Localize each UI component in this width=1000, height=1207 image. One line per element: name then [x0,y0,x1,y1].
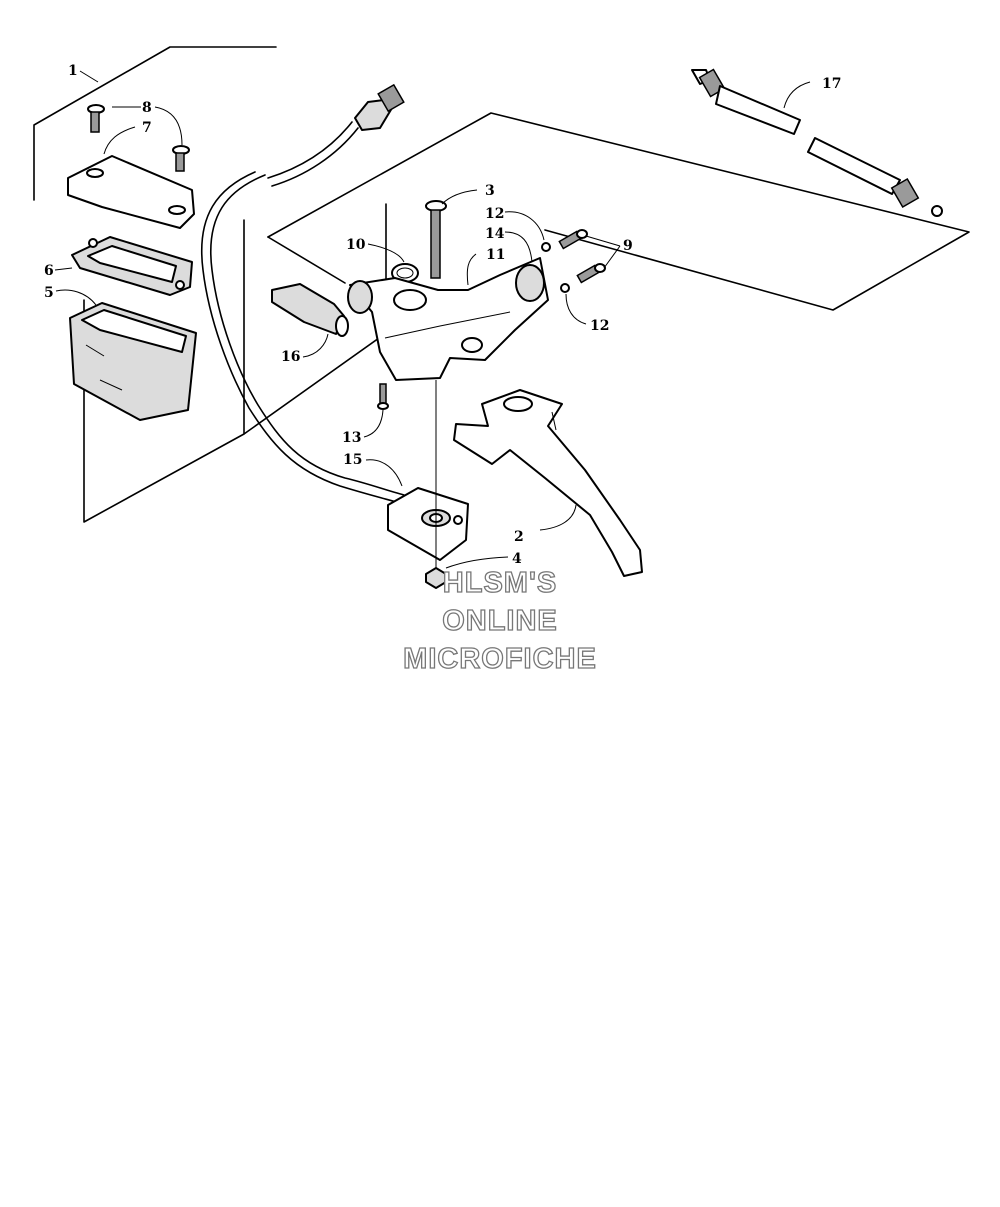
screw-part-9 [558,229,606,284]
lever-part-2 [453,389,643,577]
callout-5: 5 [44,285,54,301]
callout-9: 9 [623,238,633,254]
assembly-outline [243,112,970,435]
brake-hose [201,171,405,504]
callout-12-bottom: 12 [590,318,609,334]
callout-2: 2 [514,529,524,545]
bolt-part-3 [425,200,447,279]
reservoir-cover-part-7 [67,155,195,229]
reservoir-part-5 [69,302,197,421]
callout-4: 4 [512,551,522,567]
callout-11: 11 [486,247,505,263]
master-cylinder-part-11 [347,257,549,381]
callout-13: 13 [342,430,361,446]
leader-lines [54,70,811,569]
callout-1: 1 [68,63,78,79]
callout-10: 10 [346,237,366,253]
screw-part-13 [377,383,389,410]
diaphragm-part-6 [71,236,193,296]
cable-part-17 [691,68,943,217]
callout-16: 16 [281,349,300,365]
callout-labels: 1 2 3 4 5 6 7 8 9 10 11 12 12 13 14 15 1… [44,63,841,567]
callout-14: 14 [485,226,505,242]
switch-housing-part-15 [387,487,469,561]
switch-part-16 [271,283,349,337]
callout-12-top: 12 [485,206,504,222]
watermark-line-3: MICROFICHE [403,643,597,675]
callout-7: 7 [142,120,152,136]
callout-3: 3 [485,183,495,199]
callout-15: 15 [343,452,362,468]
callout-6: 6 [44,263,54,279]
watermark: HLSM'S ONLINE MICROFICHE [403,566,597,675]
reservoir-group-outline [33,46,277,523]
screw-part-8 [87,104,190,172]
callout-17: 17 [822,76,841,92]
brake-switch-wire [267,83,405,187]
callout-8: 8 [142,100,152,116]
washer-part-12 [541,242,570,293]
watermark-line-1: HLSM'S [443,567,557,599]
watermark-line-2: ONLINE [442,605,558,637]
